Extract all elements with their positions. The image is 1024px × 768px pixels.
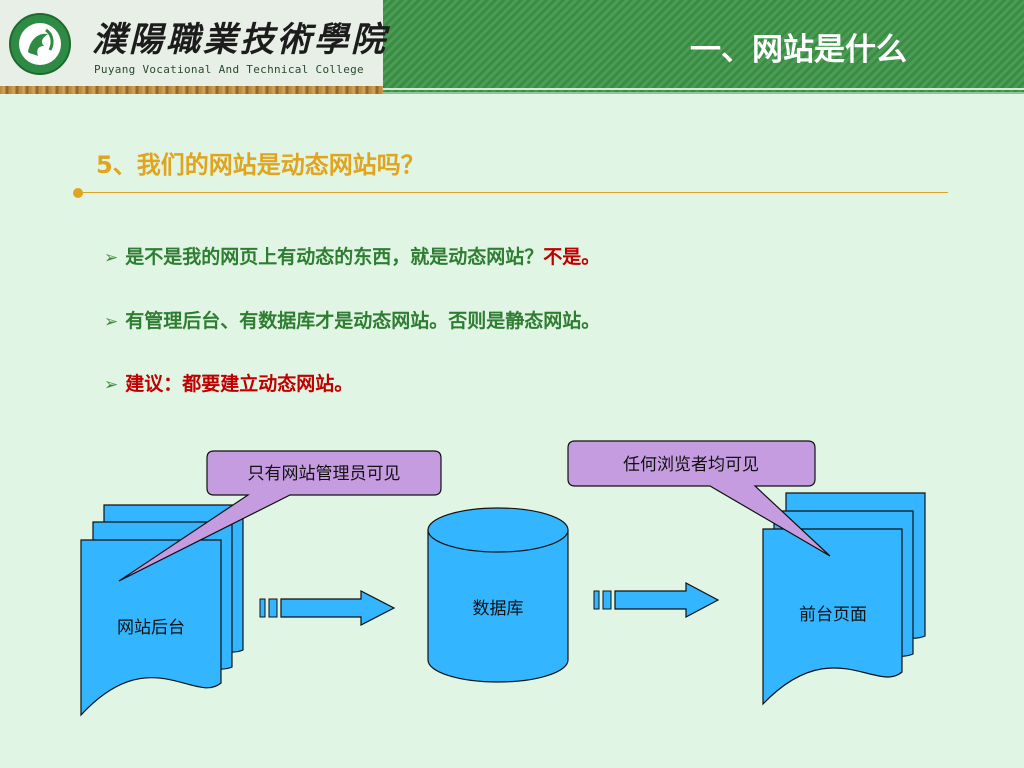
section-subtitle: 5、我们的网站是动态网站吗？ — [96, 151, 425, 179]
bullet-item: ➢ 有管理后台、有数据库才是动态网站。否则是静态网站。 — [104, 306, 600, 333]
bullet-item: ➢ 是不是我的网页上有动态的东西，就是动态网站？不是。 — [104, 242, 600, 269]
bullet-arrow-icon: ➢ — [104, 248, 119, 268]
bullet-arrow-icon: ➢ — [104, 312, 119, 332]
school-name-en: Puyang Vocational And Technical College — [94, 63, 364, 76]
bullet-item: ➢ 建议：都要建立动态网站。 — [104, 369, 353, 396]
bullet-text: 是不是我的网页上有动态的东西，就是动态网站？ — [125, 246, 544, 268]
college-emblem-icon — [9, 13, 71, 75]
backend-label: 网站后台 — [117, 618, 185, 638]
arrow-right-icon — [593, 582, 720, 618]
header-stripes — [383, 0, 1024, 92]
bullet-text: 建议：都要建立动态网站。 — [125, 373, 354, 395]
bullet-arrow-icon: ➢ — [104, 375, 119, 395]
database-label: 数据库 — [473, 599, 524, 619]
header-bar: 濮陽職業技術學院 Puyang Vocational And Technical… — [0, 0, 1024, 94]
callout-public: 任何浏览者均可见 — [567, 440, 831, 557]
wheat-band — [0, 86, 383, 94]
callout-public-text: 任何浏览者均可见 — [623, 455, 759, 475]
subtitle-dot — [73, 188, 83, 198]
header-divider — [383, 92, 1024, 94]
callout-admin-text: 只有网站管理员可见 — [248, 464, 401, 484]
subtitle-rule — [80, 192, 948, 193]
arrow-right-icon — [259, 590, 396, 626]
database-cylinder-icon: 数据库 — [427, 507, 569, 683]
backend-documents: 网站后台 — [80, 504, 244, 717]
bullet-text: 有管理后台、有数据库才是动态网站。否则是静态网站。 — [125, 310, 601, 332]
page-title: 一、网站是什么 — [690, 32, 907, 68]
frontend-documents: 前台页面 — [762, 492, 926, 706]
bullet-answer: 不是。 — [543, 246, 601, 268]
frontend-label: 前台页面 — [799, 605, 867, 625]
header-divider — [383, 88, 1024, 90]
school-name-cn: 濮陽職業技術學院 — [92, 20, 388, 60]
callout-admin: 只有网站管理员可见 — [118, 450, 442, 582]
